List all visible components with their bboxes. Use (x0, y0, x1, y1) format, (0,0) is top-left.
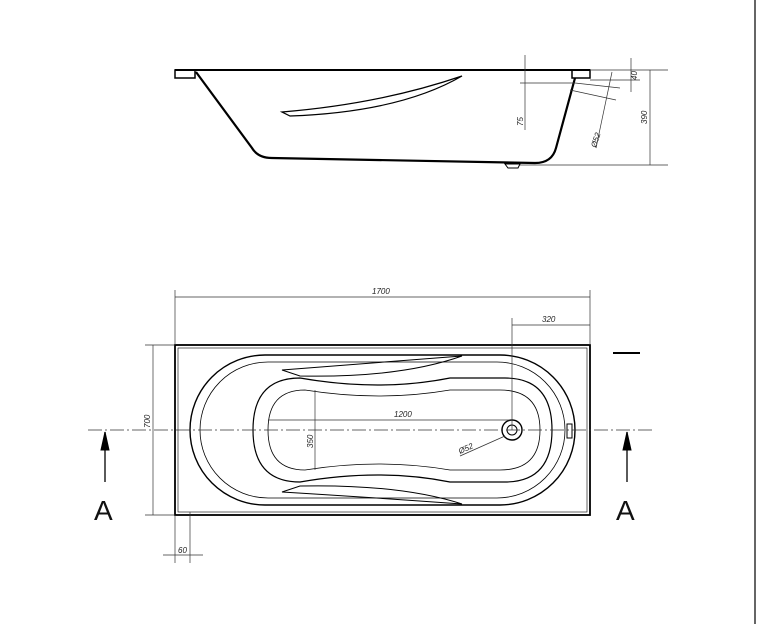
bottom-wave-decoration (281, 485, 463, 505)
dim-rim-height: 40 (630, 71, 639, 80)
dim-width: 700 (143, 414, 152, 428)
section-label-right: A (616, 495, 635, 526)
dim-inner-width: 350 (306, 434, 315, 448)
top-wave-decoration (281, 355, 463, 377)
rim-left (174, 69, 196, 79)
dim-overflow-depth: 75 (516, 117, 525, 126)
drain-outlet (504, 163, 521, 169)
dim-inner-length: 1200 (394, 410, 412, 419)
dim-length: 1700 (372, 287, 390, 296)
dim-rim-width: 60 (178, 546, 187, 555)
basin-floor (267, 389, 541, 471)
dim-drain-offset: 320 (542, 315, 556, 324)
section-label-left: A (94, 495, 113, 526)
dim-total-height: 390 (640, 110, 649, 124)
side-view: 40 75 390 Ø52 (174, 55, 668, 169)
overflow (566, 423, 573, 439)
dim-overflow-diameter: Ø52 (589, 131, 603, 150)
side-wave-decoration (279, 75, 463, 117)
tub-body-profile (195, 71, 577, 165)
dim-drain-diameter: Ø52 (456, 441, 475, 456)
plan-view: 1700 320 700 1200 350 Ø52 60 A A (88, 287, 652, 563)
basin-outline (252, 377, 553, 483)
rim-right (571, 69, 591, 79)
